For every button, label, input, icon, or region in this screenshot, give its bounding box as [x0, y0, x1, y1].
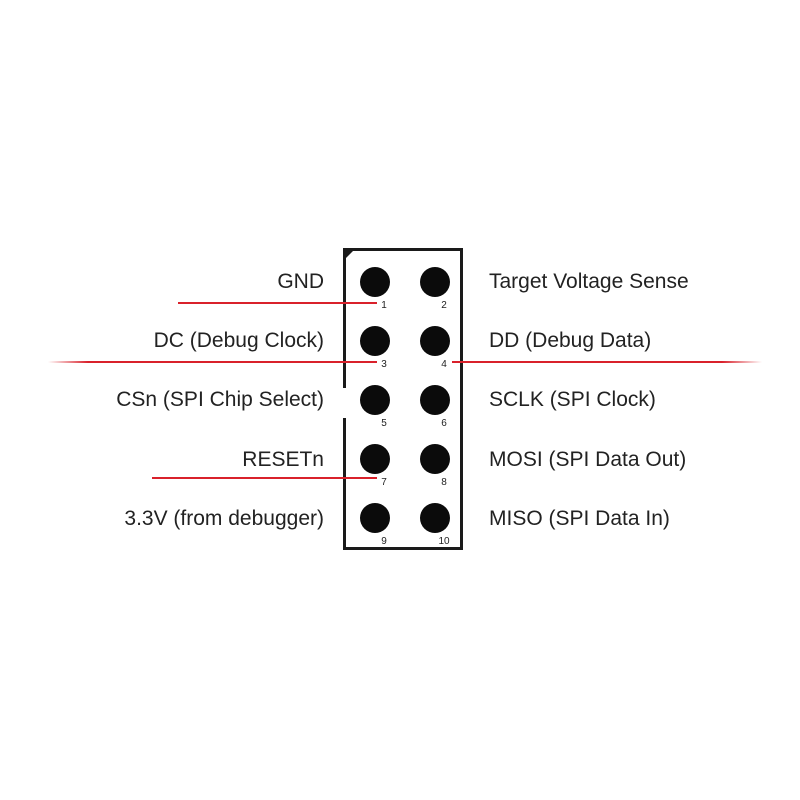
pin-number-6: 6	[441, 418, 447, 429]
pin-4	[420, 326, 450, 356]
pin-8	[420, 444, 450, 474]
pin-number-9: 9	[381, 536, 387, 547]
pin-number-7: 7	[381, 477, 387, 488]
pin-7	[360, 444, 390, 474]
pin-number-3: 3	[381, 359, 387, 370]
label-dd: DD (Debug Data)	[489, 329, 652, 352]
pin-3	[360, 326, 390, 356]
pin1-notch	[343, 248, 356, 261]
pin-2	[420, 267, 450, 297]
pin-number-4: 4	[441, 359, 447, 370]
pin-9	[360, 503, 390, 533]
label-miso: MISO (SPI Data In)	[489, 507, 670, 530]
label-target-voltage-sense: Target Voltage Sense	[489, 270, 689, 293]
wire-dd	[452, 361, 762, 363]
pin-number-2: 2	[441, 300, 447, 311]
pin-10	[420, 503, 450, 533]
pin-6	[420, 385, 450, 415]
label-3v3: 3.3V (from debugger)	[124, 507, 324, 530]
pin-5	[360, 385, 390, 415]
pin-number-8: 8	[441, 477, 447, 488]
wire-dc	[48, 361, 377, 363]
pin-number-1: 1	[381, 300, 387, 311]
label-sclk: SCLK (SPI Clock)	[489, 388, 656, 411]
pin-number-5: 5	[381, 418, 387, 429]
wire-resetn	[152, 477, 377, 479]
pin-number-10: 10	[438, 536, 450, 547]
connector-key-gap	[343, 388, 347, 418]
label-dc: DC (Debug Clock)	[153, 329, 324, 352]
label-resetn: RESETn	[242, 448, 324, 471]
label-mosi: MOSI (SPI Data Out)	[489, 448, 687, 471]
label-gnd: GND	[277, 270, 324, 293]
label-csn: CSn (SPI Chip Select)	[116, 388, 324, 411]
pin-1	[360, 267, 390, 297]
wire-gnd	[178, 302, 377, 304]
